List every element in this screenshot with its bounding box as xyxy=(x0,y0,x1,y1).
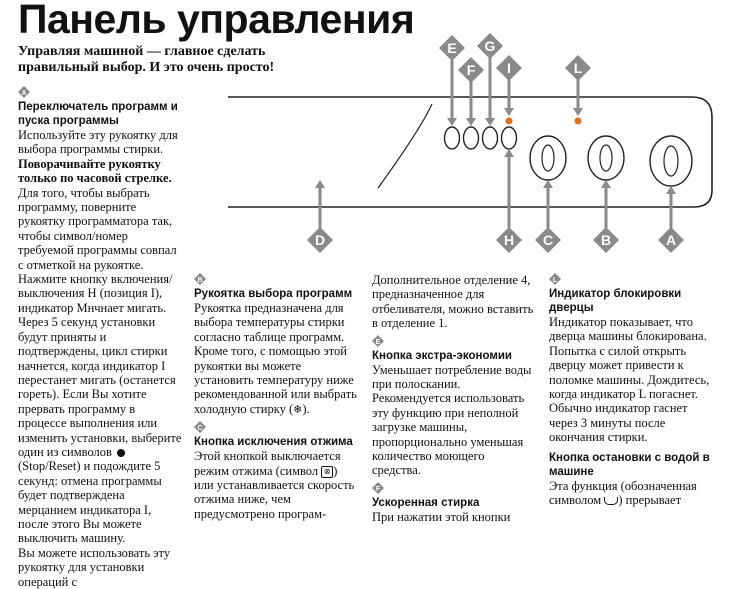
button-e xyxy=(443,126,461,150)
section-title-e: Кнопка экстра-экономии xyxy=(372,349,512,362)
section-badge-c: C xyxy=(194,421,206,434)
page-title: Панель управления xyxy=(18,0,415,42)
callout-badge-i: I xyxy=(496,55,522,81)
section-badge-l: L xyxy=(549,273,561,285)
section-title-stop: Кнопка остановки с водой в машине xyxy=(549,451,710,478)
paragraph-emphasis: Поворачивайте рукоятку только по часовой… xyxy=(18,156,172,186)
callout-badge-b: B xyxy=(593,227,619,253)
paragraph: Индикатор показывает, что дверца машины … xyxy=(549,315,710,445)
paragraph: Для того, чтобы выбрать программу, повер… xyxy=(18,185,177,272)
svg-text:L: L xyxy=(553,277,558,284)
paragraph: Дополнительное отделение 4, предназначен… xyxy=(372,273,534,331)
section-title-b: Рукоятка выбора программ xyxy=(194,288,353,300)
callout-badge-a: A xyxy=(658,227,684,253)
panel-outline xyxy=(228,96,713,208)
callout-badge-h: H xyxy=(496,227,522,253)
callout-badge-f: F xyxy=(458,57,484,83)
button-g xyxy=(481,126,499,150)
tub-icon xyxy=(604,497,619,506)
paragraph: Эта функция (обозначенная символом ) пре… xyxy=(549,478,697,508)
callout-label: G xyxy=(485,38,496,54)
paragraph: Уменьшает потребление воды при полоскани… xyxy=(372,362,532,478)
snowflake-icon: ❄ xyxy=(293,403,303,416)
section-badge-e: E xyxy=(372,334,384,347)
indicator-l xyxy=(574,117,582,125)
knob-a xyxy=(649,135,693,187)
svg-text:B: B xyxy=(197,277,202,284)
section-badge-a: A xyxy=(18,86,30,98)
svg-text:A: A xyxy=(21,90,26,97)
section-title-f: Ускоренная стирка xyxy=(372,496,480,509)
svg-text:F: F xyxy=(376,486,381,493)
callout-label: L xyxy=(574,60,583,76)
callout-badge-d: D xyxy=(307,227,333,253)
column-1: A Переключатель программ и пуска програм… xyxy=(18,86,184,589)
paragraph: Этой кнопкой выключается режим отжима (с… xyxy=(194,449,355,521)
subtitle-line-2: правильный выбор. И это очень просто! xyxy=(18,60,275,75)
callout-label: F xyxy=(467,62,476,78)
section-title-l: Индикатор блокировки дверцы xyxy=(549,288,682,314)
column-3: Дополнительное отделение 4, предназначен… xyxy=(372,273,536,524)
callout-label: C xyxy=(543,232,553,248)
paragraph: Рукоятка предназначена для выбора темпер… xyxy=(194,301,357,416)
button-f xyxy=(462,126,480,150)
knob-b xyxy=(587,135,625,181)
callout-badge-g: G xyxy=(477,33,503,59)
paragraph: Нажмите кнопку включения/выключения H (п… xyxy=(18,272,173,315)
control-panel-diagram: A B C D EFG H I L xyxy=(228,33,713,253)
column-2: B Рукоятка выбора программ Рукоятка пред… xyxy=(194,273,358,521)
callout-label: E xyxy=(447,40,456,56)
callout-label: D xyxy=(315,232,325,248)
callout-label: B xyxy=(601,232,611,248)
paragraph: При нажатии этой кнопки xyxy=(372,509,511,524)
callout-badge-e: E xyxy=(439,35,465,61)
svg-text:E: E xyxy=(376,339,381,346)
callout-label: A xyxy=(666,232,676,248)
panel-groove xyxy=(377,103,433,189)
spin-icon: ⊗ xyxy=(321,465,334,478)
section-badge-f: F xyxy=(372,481,384,494)
subtitle-line-1: Управляя машиной — главное сделать xyxy=(18,44,266,59)
button-h xyxy=(500,126,518,150)
column-4: L Индикатор блокировки дверцы Индикатор … xyxy=(549,273,717,507)
callout-label: I xyxy=(507,60,511,76)
paragraph: Используйте эту рукоятку для выбора прог… xyxy=(18,128,178,157)
callout-label: H xyxy=(504,232,514,248)
paragraph: Через 5 секунд установки будут приняты и… xyxy=(18,315,182,546)
section-title-c: Кнопка исключения отжима xyxy=(194,436,353,449)
page-subtitle: Управляя машиной — главное сделать прави… xyxy=(18,44,274,76)
callout-badge-c: C xyxy=(535,227,561,253)
knob-c xyxy=(529,135,567,181)
paragraph: Вы можете использовать эту рукоятку для … xyxy=(18,545,171,589)
section-title-a: Переключатель программ и пуска программы xyxy=(18,101,178,127)
section-badge-b: B xyxy=(194,273,206,285)
svg-text:C: C xyxy=(197,425,202,432)
indicator-i xyxy=(505,117,513,125)
stop-reset-icon xyxy=(117,449,126,458)
callout-badge-l: L xyxy=(565,55,591,81)
